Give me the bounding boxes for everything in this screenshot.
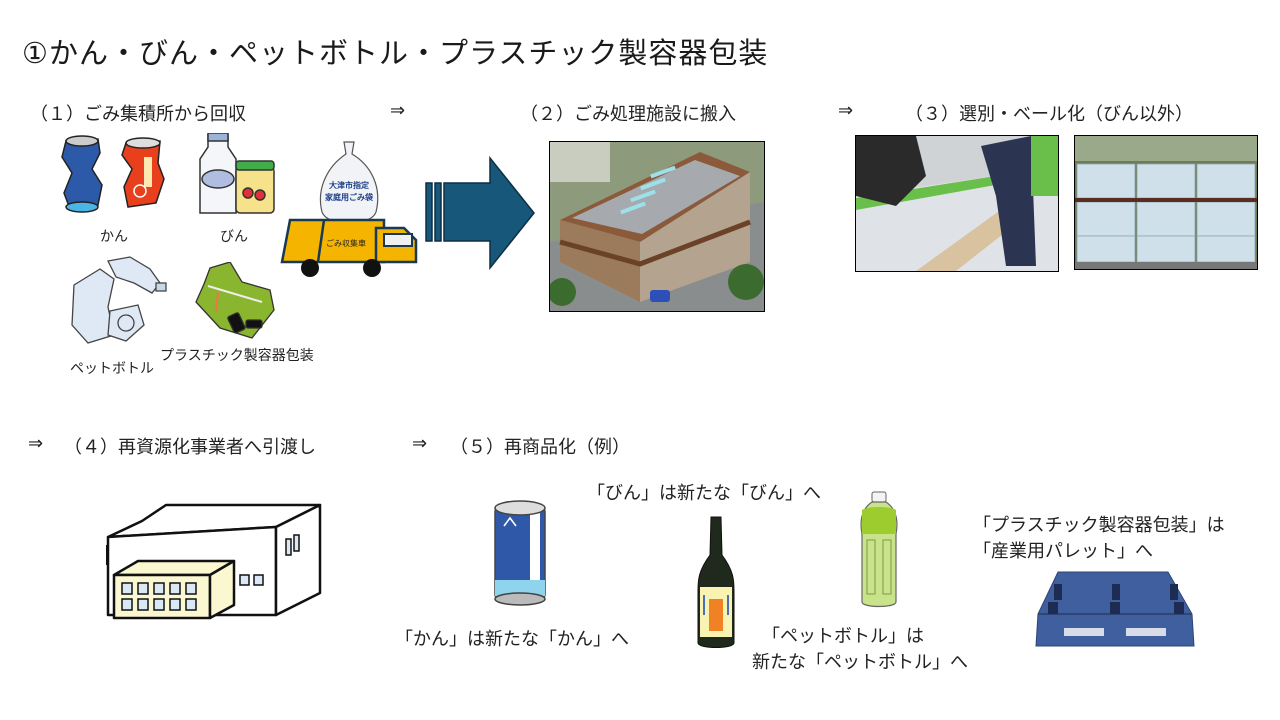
flow-arrow-3: ⇒ xyxy=(28,433,44,454)
processing-facility-photo xyxy=(549,141,765,312)
crushed-cans-icon xyxy=(58,133,168,218)
label-plastic-packaging: プラスチック製容器包装 xyxy=(160,348,314,364)
plastic-recycle-caption-line-2: 「産業用パレット」へ xyxy=(973,541,1153,562)
step-3-heading: （３）選別・ベール化（びん以外） xyxy=(905,104,1193,125)
label-bottles: びん xyxy=(220,229,248,245)
industrial-pallet-icon xyxy=(1034,570,1196,650)
baled-bottles-photo xyxy=(1074,135,1258,270)
new-glass-bottle-icon xyxy=(694,515,738,651)
new-pet-bottle-icon xyxy=(858,490,900,610)
sorting-conveyor-photo xyxy=(855,135,1059,272)
pet-recycle-caption-line-1: 「ペットボトル」は xyxy=(762,626,924,647)
step-1-heading: （１）ごみ集積所から回収 xyxy=(30,104,246,125)
flow-arrow-1: ⇒ xyxy=(390,100,406,121)
truck-label: ごみ収集車 xyxy=(326,238,366,248)
pet-recycle-caption-line-2: 新たな「ペットボトル」へ xyxy=(752,652,968,673)
new-can-icon xyxy=(490,498,550,608)
label-cans: かん xyxy=(100,229,128,245)
bag-text-line-2: 家庭用ごみ袋 xyxy=(325,192,374,202)
step-2-heading: （２）ごみ処理施設に搬入 xyxy=(520,104,736,125)
plastic-recycle-caption-line-1: 「プラスチック製容器包装」は xyxy=(973,515,1225,536)
page-title: ①かん・びん・ペットボトル・プラスチック製容器包装 xyxy=(22,36,769,70)
step-4-heading: （４）再資源化事業者へ引渡し xyxy=(64,437,316,458)
bag-text-line-1: 大津市指定 xyxy=(329,180,369,190)
garbage-truck-icon: ごみ収集車 xyxy=(280,218,420,280)
glass-bottles-icon xyxy=(198,133,278,218)
crushed-pet-bottle-icon xyxy=(64,255,174,345)
can-recycle-caption: 「かん」は新たな「かん」へ xyxy=(395,629,629,650)
plastic-packaging-icon xyxy=(190,262,280,342)
flow-arrow-4: ⇒ xyxy=(412,433,428,454)
step-5-heading: （５）再商品化（例） xyxy=(450,437,630,458)
big-flow-arrow-icon xyxy=(424,156,536,270)
bottle-recycle-caption: 「びん」は新たな「びん」へ xyxy=(587,483,821,504)
flow-arrow-2: ⇒ xyxy=(838,100,854,121)
garbage-bag-icon: 大津市指定 家庭用ごみ袋 xyxy=(314,140,384,230)
label-pet-bottle: ペットボトル xyxy=(70,361,154,377)
recycling-company-building-icon xyxy=(106,495,326,620)
